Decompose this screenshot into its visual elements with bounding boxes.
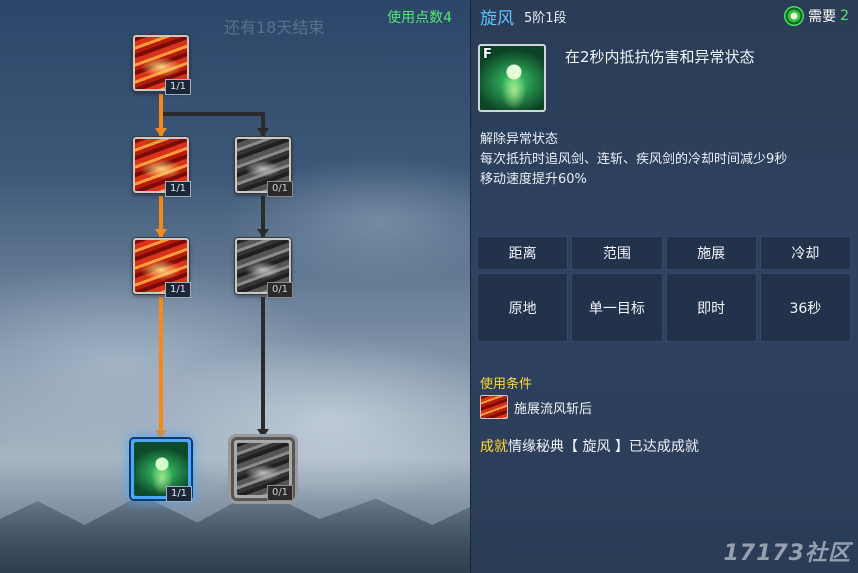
- arrow-n7: [257, 429, 269, 438]
- hotkey-label: F: [483, 47, 492, 62]
- skill-node-count: 0/1: [267, 282, 293, 298]
- arrow-n4: [155, 229, 167, 238]
- arrow-n3: [257, 128, 269, 137]
- whirlwind-skill-icon: F: [478, 44, 546, 112]
- stat-header-range: 距离: [477, 236, 569, 270]
- achievement-text: 情缘秘典【 旋风 】已达成成就: [508, 439, 699, 455]
- arrow-n6: [155, 430, 167, 439]
- skill-node-5[interactable]: 0/1: [235, 238, 293, 298]
- skill-node-7[interactable]: 0/1: [234, 440, 293, 501]
- skill-node-4[interactable]: 1/1: [133, 238, 191, 298]
- skill-node-6-selected[interactable]: 1/1: [131, 439, 192, 502]
- skill-tree-panel: 还有18天结束 使用点数4 1/1 1/1 0/1 1/1 0/1: [0, 0, 470, 573]
- stat-value-cooldown: 36秒: [759, 273, 851, 342]
- achievement-label: 成就: [480, 439, 508, 455]
- arrow-n2: [155, 128, 167, 137]
- required-points-value: 2: [840, 8, 849, 24]
- arrow-n5: [257, 229, 269, 238]
- skill-node-1[interactable]: 1/1: [133, 35, 191, 95]
- skill-effects: 解除异常状态 每次抵抗时追风剑、连斩、疾风剑的冷却时间减少9秒 移动速度提升60…: [480, 130, 820, 190]
- skill-stats-table: 距离 范围 施展 冷却 原地 单一目标 即时 36秒: [477, 236, 851, 342]
- skill-node-count: 1/1: [165, 282, 191, 298]
- skill-short-description: 在2秒内抵抗伤害和异常状态: [565, 48, 755, 66]
- use-condition-text: 施展流风斩后: [514, 401, 593, 417]
- stat-value-range: 原地: [477, 273, 569, 342]
- stat-value-cast: 即时: [665, 273, 757, 342]
- effect-line: 移动速度提升60%: [480, 172, 587, 187]
- achievement-line: 成就情缘秘典【 旋风 】已达成成就: [480, 436, 699, 456]
- skill-detail-panel: 旋风 5阶1段 需要 2 F 在2秒内抵抗伤害和异常状态 解除异常状态 每次抵抗…: [470, 0, 858, 573]
- flame-slash-icon: [480, 395, 508, 419]
- skill-node-count: 0/1: [267, 181, 293, 197]
- skill-node-2[interactable]: 1/1: [133, 137, 191, 197]
- skill-node-count: 1/1: [165, 79, 191, 95]
- event-countdown-text: 还有18天结束: [224, 18, 325, 37]
- connector-n1-n3: [163, 112, 265, 136]
- stat-value-area: 单一目标: [571, 273, 663, 342]
- points-used-label: 使用点数4: [387, 10, 452, 26]
- skill-node-count: 1/1: [166, 486, 192, 502]
- use-condition: 施展流风斩后: [480, 395, 592, 419]
- use-condition-title: 使用条件: [480, 377, 533, 392]
- skill-tree-connectors: [155, 94, 269, 439]
- stat-header-area: 范围: [571, 236, 663, 270]
- stat-header-cast: 施展: [665, 236, 757, 270]
- site-watermark: 17173社区: [723, 541, 851, 566]
- effect-line: 每次抵抗时追风剑、连斩、疾风剑的冷却时间减少9秒: [480, 152, 788, 167]
- skill-name: 旋风: [480, 9, 514, 29]
- skill-point-icon: [784, 6, 805, 26]
- skill-node-3[interactable]: 0/1: [235, 137, 293, 197]
- stat-header-cooldown: 冷却: [759, 236, 851, 270]
- required-points-label: 需要: [808, 9, 837, 25]
- skill-node-count: 0/1: [267, 485, 293, 501]
- skill-node-count: 1/1: [165, 181, 191, 197]
- effect-line: 解除异常状态: [480, 132, 559, 147]
- required-points: 需要 2: [784, 6, 849, 26]
- skill-level: 5阶1段: [524, 11, 567, 26]
